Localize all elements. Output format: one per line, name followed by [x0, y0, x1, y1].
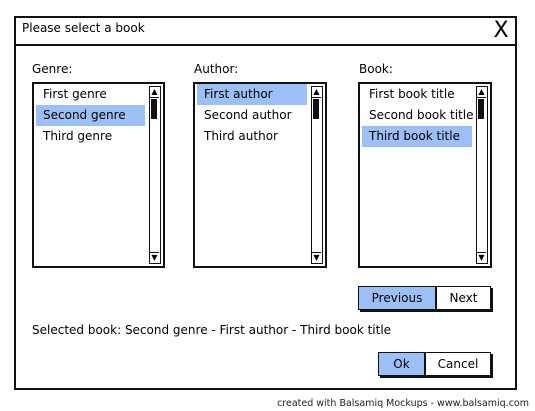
author-items: First author Second author Third author: [195, 84, 307, 266]
scroll-down-arrow-icon[interactable]: ▼: [312, 252, 321, 262]
genre-scrollbar[interactable]: ▲ ▼: [149, 86, 161, 264]
ok-button[interactable]: Ok: [378, 352, 425, 376]
scroll-down-arrow-icon[interactable]: ▼: [477, 252, 486, 262]
genre-label: Genre:: [32, 62, 73, 76]
author-label: Author:: [194, 62, 239, 76]
dialog-title: Please select a book: [22, 21, 145, 35]
list-item[interactable]: Second author: [204, 108, 292, 122]
scrollbar-thumb[interactable]: [313, 99, 319, 119]
scrollbar-thumb[interactable]: [478, 99, 484, 119]
list-item[interactable]: First genre: [43, 87, 107, 101]
book-scrollbar[interactable]: ▲ ▼: [476, 86, 488, 264]
footer-credit: created with Balsamiq Mockups - www.bals…: [277, 398, 529, 409]
book-label: Book:: [359, 62, 393, 76]
list-item[interactable]: Third author: [204, 129, 278, 143]
book-select-dialog: Please select a book X Genre: First genr…: [14, 16, 517, 390]
author-scrollbar[interactable]: ▲ ▼: [311, 86, 323, 264]
scrollbar-thumb[interactable]: [151, 99, 157, 119]
scroll-down-arrow-icon[interactable]: ▼: [150, 252, 159, 262]
list-item[interactable]: Second book title: [369, 108, 474, 122]
cancel-button[interactable]: Cancel: [425, 352, 491, 376]
book-items: First book title Second book title Third…: [360, 84, 474, 266]
scroll-up-arrow-icon[interactable]: ▲: [312, 87, 321, 98]
previous-button[interactable]: Previous: [358, 286, 436, 310]
list-item[interactable]: Third genre: [43, 129, 113, 143]
scroll-up-arrow-icon[interactable]: ▲: [477, 87, 486, 98]
selected-book-status: Selected book: Second genre - First auth…: [32, 323, 392, 337]
author-listbox[interactable]: First author Second author Third author …: [193, 82, 327, 268]
next-button[interactable]: Next: [436, 286, 491, 310]
book-listbox[interactable]: First book title Second book title Third…: [358, 82, 492, 268]
genre-listbox[interactable]: First genre Second genre Third genre ▲ ▼: [32, 82, 165, 268]
list-item[interactable]: First author: [197, 84, 307, 105]
genre-items: First genre Second genre Third genre: [34, 84, 145, 266]
title-bar: Please select a book X: [16, 18, 515, 46]
list-item[interactable]: Second genre: [36, 105, 145, 126]
close-icon[interactable]: X: [493, 18, 509, 43]
list-item[interactable]: First book title: [369, 87, 455, 101]
scroll-up-arrow-icon[interactable]: ▲: [150, 87, 159, 98]
list-item[interactable]: Third book title: [362, 126, 472, 147]
